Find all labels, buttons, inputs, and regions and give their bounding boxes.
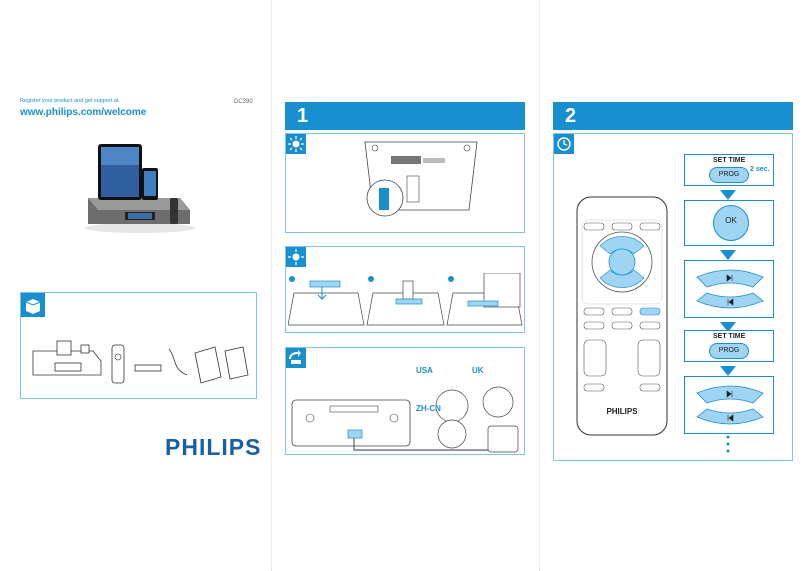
arrow-down-4 — [720, 366, 736, 376]
philips-logo: PHILIPS — [165, 434, 262, 460]
step1-title: SET TIME — [713, 157, 746, 164]
support-url[interactable]: www.philips.com/welcome — [20, 107, 147, 118]
continuation-dots — [726, 435, 730, 453]
arrow-down-3 — [720, 322, 736, 332]
fold-line-right — [539, 0, 540, 571]
fold-line-left — [271, 0, 272, 571]
uk-label: UK — [472, 366, 484, 375]
step4-box: SET TIME PROG — [684, 330, 774, 362]
remote-control: PHILIPS — [576, 196, 668, 436]
remote-brand: PHILIPS — [606, 407, 638, 416]
next-prev-buttons-repeat[interactable] — [693, 381, 767, 431]
arrow-down-1 — [720, 190, 736, 200]
dock-steps-illustration — [288, 273, 523, 326]
product-image — [85, 144, 195, 233]
dock-panel — [285, 246, 525, 333]
zhcn-label: ZH-CN — [416, 404, 441, 413]
battery-illustration — [364, 141, 478, 217]
section-2-tab: 2 — [553, 102, 793, 130]
register-text: Register your product and get support at — [20, 98, 119, 104]
arrow-down-2 — [720, 250, 736, 260]
usa-label: USA — [416, 366, 433, 375]
step5-box — [684, 376, 774, 434]
step3-box — [684, 260, 774, 318]
step4-title: SET TIME — [713, 333, 746, 340]
clock-panel: PHILIPS SET TIME PROG 2 sec. OK SET TIME… — [553, 133, 793, 461]
clock-icon — [554, 134, 574, 154]
model-number: DC390 — [234, 99, 253, 105]
next-prev-buttons[interactable] — [693, 265, 767, 315]
contents-panel — [20, 292, 257, 399]
step4-prog-button[interactable]: PROG — [709, 343, 749, 359]
step1-hold-time: 2 sec. — [750, 166, 770, 173]
plug-icon — [286, 348, 306, 368]
sun-icon — [286, 134, 306, 154]
power-illustration — [291, 386, 519, 453]
step2-ok-button[interactable]: OK — [713, 205, 749, 241]
section-1-tab: 1 — [285, 102, 525, 130]
step1-prog-button[interactable]: PROG — [709, 167, 749, 183]
battery-panel — [285, 133, 525, 233]
power-panel: USA UK ZH-CN — [285, 347, 525, 455]
sun-icon — [286, 247, 306, 267]
box-contents-illustration — [32, 340, 249, 384]
box-icon — [21, 293, 45, 317]
step2-box: OK — [684, 200, 774, 246]
step1-box: SET TIME PROG — [684, 154, 774, 186]
